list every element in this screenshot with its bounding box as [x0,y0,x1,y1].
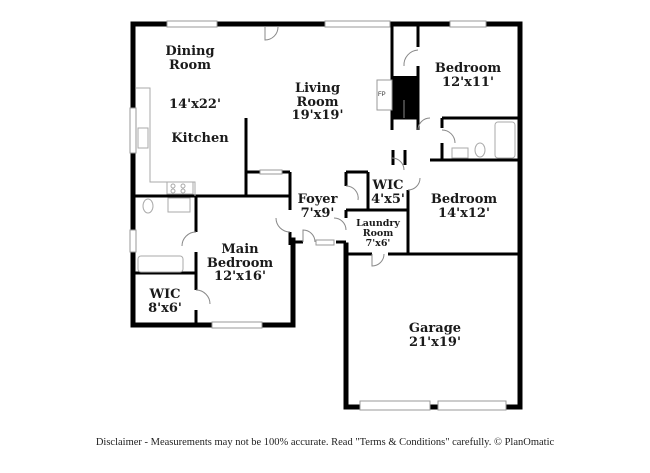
kitchen-counters [136,87,196,196]
room-label-wic-small: WIC 4'x5' [371,178,405,207]
room-label-foyer: Foyer 7'x9' [297,192,338,221]
room-label-living: Living Room 19'x19' [291,81,344,124]
room-label-bedroom-3: Bedroom 14'x12' [430,192,498,221]
room-label-bedroom-2: Bedroom 12'x11' [434,61,502,90]
room-label-wic-main: WIC 8'x6' [148,287,182,316]
interior-opening [259,169,283,175]
windows [129,20,507,411]
room-label-kitchen: Kitchen [171,131,229,146]
sidelight-window [315,239,335,246]
doors [181,26,456,305]
room-dims-kitchen: 14'x22' [169,97,221,112]
fireplace [376,76,418,118]
room-label-dining: Dining Room [165,44,215,73]
fireplace-label: FP [378,92,386,98]
disclaimer-text: Disclaimer - Measurements may not be 100… [95,437,555,448]
room-label-main-bedroom: Main Bedroom 12'x16' [206,242,274,285]
bath-fixtures [137,121,516,273]
room-label-garage: Garage 21'x19' [408,321,462,350]
room-label-laundry: Laundry Room 7'x6' [356,218,400,249]
